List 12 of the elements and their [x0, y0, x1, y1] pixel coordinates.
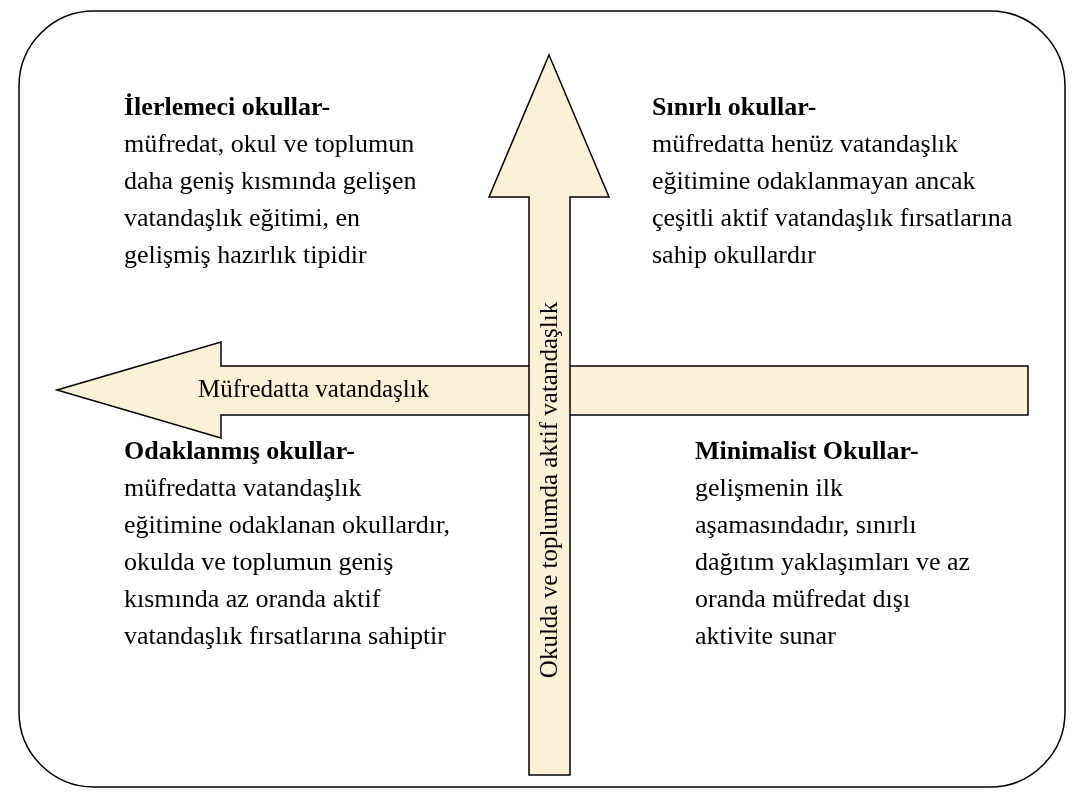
quadrant-description: gelişmenin ilk aşamasındadır, sınırlı dağıtım yaklaşımları ve az oranda müfredat dışı aktivite sunar [695, 472, 972, 652]
axis-label: Müfredatta vatandaşlık [198, 375, 430, 403]
quadrant-description: müfredatta henüz vatandaşlık eğitimine odaklanmayan ancak çeşitli aktif vatandaşlık fırsatlarına sahip okullardır [652, 128, 1014, 271]
quadrant-heading: İlerlemeci okullar- [124, 91, 331, 123]
quadrant-description: müfredatta vatandaşlık eğitimine odaklanan okullardır, okulda ve toplumun geniş kısmında az oranda aktif vatandaşlık fırsatlarına sahiptir [124, 472, 452, 652]
quadrant-description: müfredat, okul ve toplumun daha geniş kısmında gelişen vatandaşlık eğitimi, en gelişmiş hazırlık tipidir [124, 128, 418, 271]
quadrant-heading: Sınırlı okullar- [652, 91, 817, 123]
rounded-frame [18, 10, 1066, 788]
quadrant-heading: Odaklanmış okullar- [124, 435, 355, 467]
axis-label: Okulda ve toplumda aktif vatandaşlık [535, 301, 563, 679]
quadrant-heading: Minimalist Okullar- [695, 435, 919, 467]
up-arrow [489, 55, 609, 775]
